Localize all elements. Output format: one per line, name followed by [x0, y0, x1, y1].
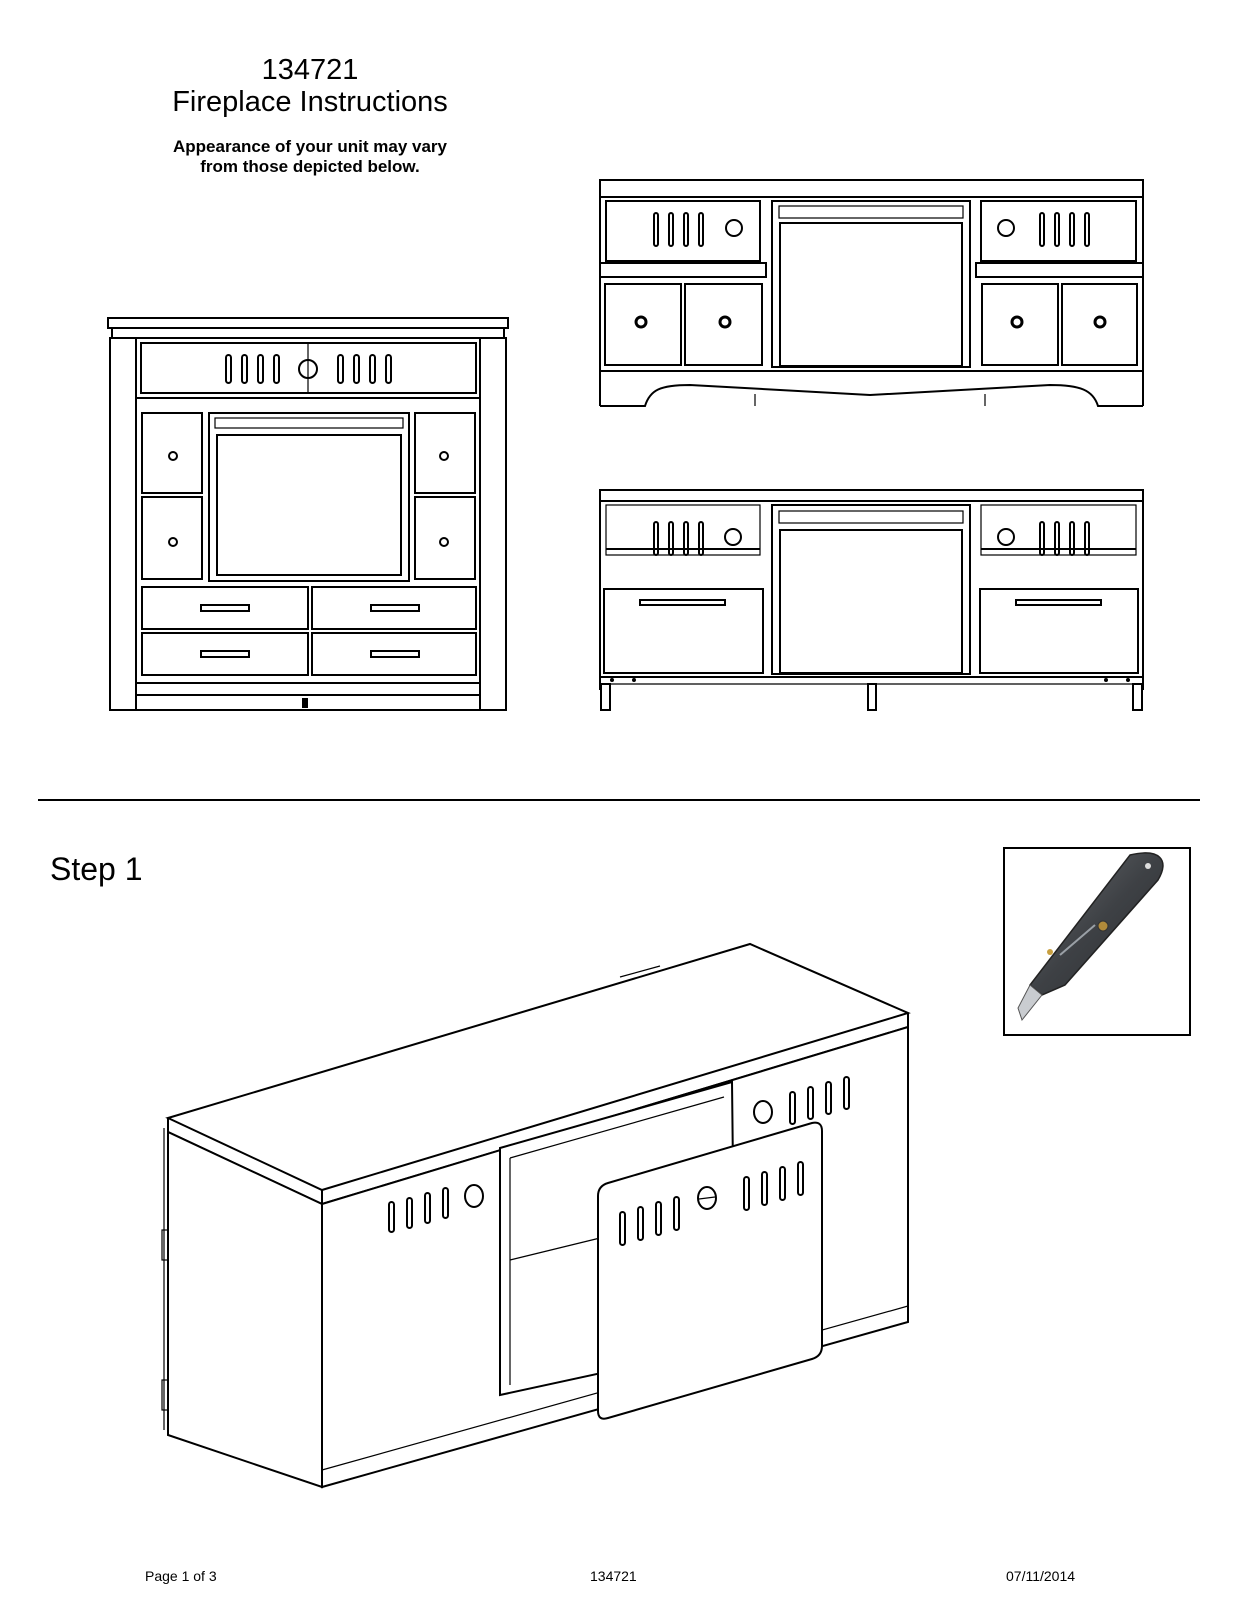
footer-date: 07/11/2014: [1006, 1568, 1076, 1584]
section-divider: [38, 799, 1200, 801]
footer-document-number: 134721: [590, 1568, 637, 1584]
step-label: Step 1: [50, 851, 143, 887]
footer-page-number: Page 1 of 3: [145, 1568, 217, 1584]
document-number: 134721: [261, 54, 359, 86]
appearance-note-line-1: Appearance of your unit may vary: [173, 137, 447, 156]
appearance-note-line-2: from those depicted below.: [200, 157, 420, 176]
document-title: Fireplace Instructions: [172, 86, 448, 118]
